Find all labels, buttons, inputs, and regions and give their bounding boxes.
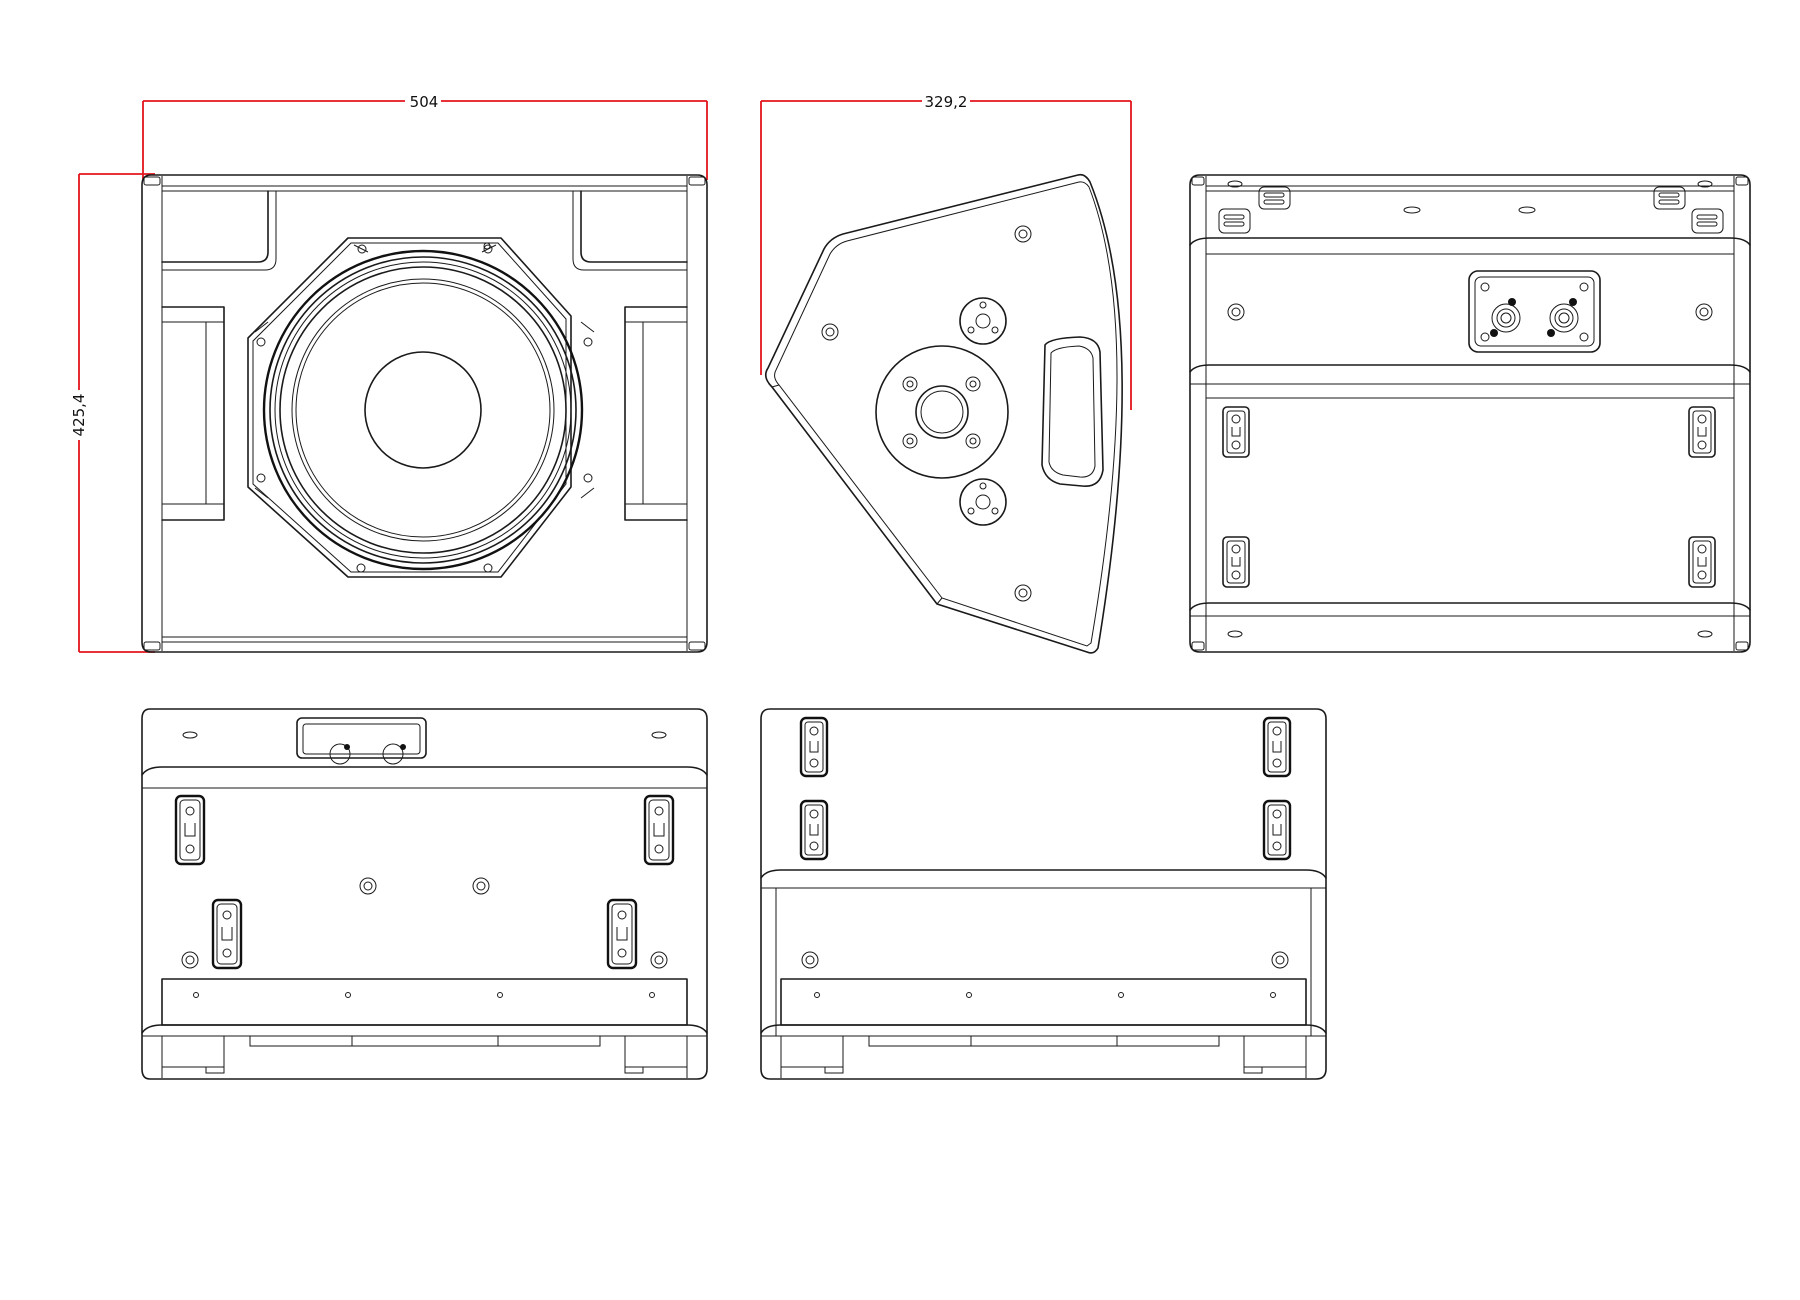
side-view: 329,2 xyxy=(760,92,1132,654)
dimension-width: 504 xyxy=(142,92,708,180)
front-view: 504 425,4 xyxy=(70,92,708,653)
dimension-width-label: 504 xyxy=(410,93,439,111)
dimension-depth: 329,2 xyxy=(760,92,1132,410)
rear-view xyxy=(1189,174,1751,653)
bottom-view xyxy=(141,708,708,1080)
top-view xyxy=(760,708,1327,1080)
dimension-depth-label: 329,2 xyxy=(925,93,968,111)
dimension-height: 425,4 xyxy=(70,173,155,653)
dimension-height-label: 425,4 xyxy=(70,394,88,437)
